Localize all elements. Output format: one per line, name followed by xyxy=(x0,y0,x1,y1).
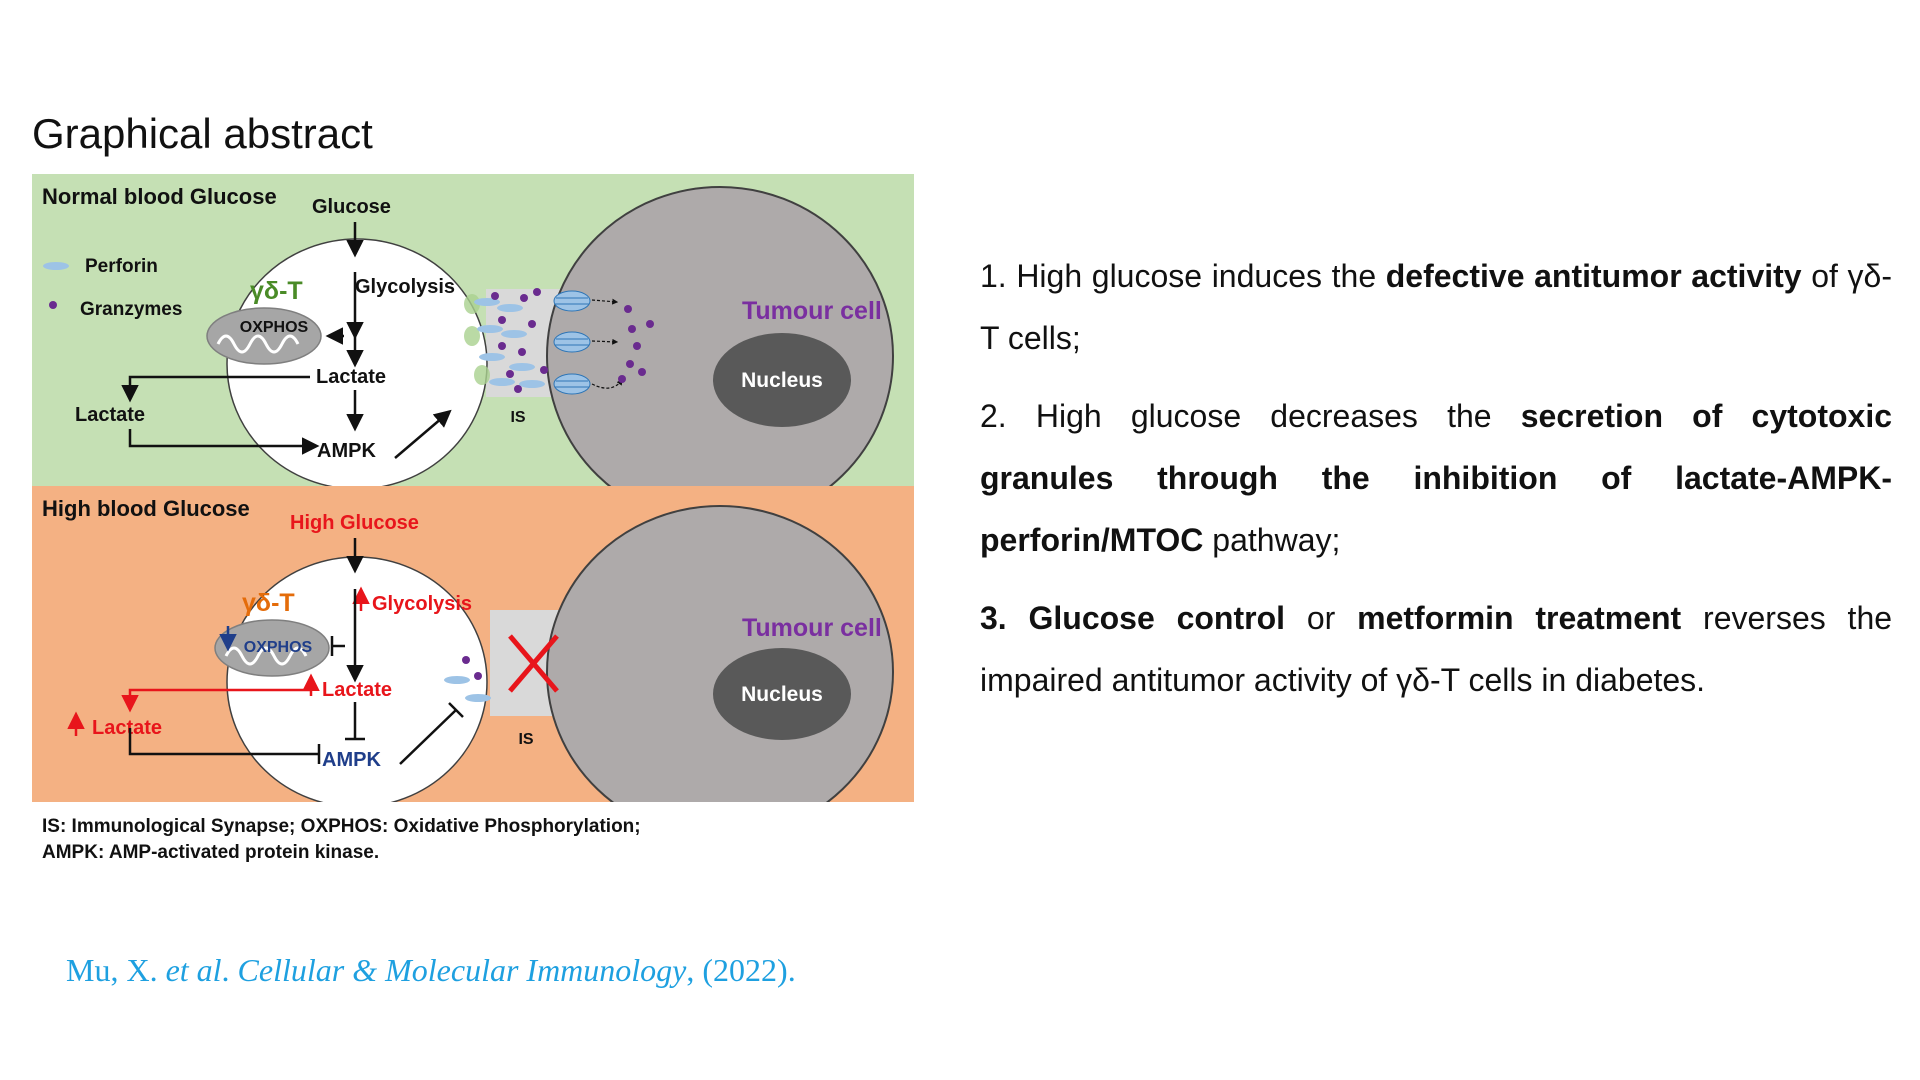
key-point-text: or xyxy=(1285,600,1358,636)
gd-t-cell-label-high: γδ-T xyxy=(242,589,295,617)
high-glucose-label: High Glucose xyxy=(290,512,419,534)
lactate-inner-label: Lactate xyxy=(316,366,386,388)
key-point-text: pathway; xyxy=(1203,522,1341,558)
high-panel-label: High blood Glucose xyxy=(42,496,250,521)
nucleus-label-high: Nucleus xyxy=(741,683,823,706)
key-point-bold: secretion of cytotoxic granules through … xyxy=(980,398,1893,558)
mitochondrion-icon xyxy=(206,307,322,365)
blocked-x-icon xyxy=(508,634,559,693)
lactate-inner-label-high: Lactate xyxy=(322,679,392,701)
is-label-high: IS xyxy=(518,731,533,748)
abbreviation-line: AMPK: AMP-activated protein kinase. xyxy=(42,842,380,863)
slide-title: Graphical abstract xyxy=(32,110,373,157)
pathway-arrows xyxy=(121,222,452,459)
key-point-bold: 3. Glucose control xyxy=(980,600,1286,636)
citation-journal: Cellular & Molecular Immunology xyxy=(237,952,687,988)
nucleus-label: Nucleus xyxy=(741,369,823,392)
ampk-label-high: AMPK xyxy=(322,749,381,771)
ampk-label: AMPK xyxy=(317,440,376,462)
citation-authors: Mu, X. xyxy=(66,952,166,988)
graphical-abstract-svg: Normal blood Glucose Perforin Granzymes … xyxy=(32,174,914,802)
secreted-granules xyxy=(464,288,654,395)
key-point-text: reverses the impaired antitumor activity… xyxy=(980,600,1893,698)
is-label: IS xyxy=(510,409,525,426)
glycolysis-label-high: Glycolysis xyxy=(372,593,472,615)
oxphos-label-high: OXPHOS xyxy=(244,639,313,656)
lactate-export-arrow xyxy=(121,688,310,713)
key-point-1: 1. High glucose induces the defective an… xyxy=(980,245,1892,369)
gd-t-cell-label: γδ-T xyxy=(250,277,303,305)
tumour-cell-label-high: Tumour cell xyxy=(742,614,882,642)
key-point-text: 1. High glucose induces the xyxy=(980,258,1386,294)
pathway-arrows-high xyxy=(128,538,464,765)
granzyme-legend-icon xyxy=(49,301,57,309)
reduced-granules xyxy=(444,656,491,702)
key-point-text: of γδ-T cells; xyxy=(980,258,1893,356)
up-arrow-icons xyxy=(67,586,370,736)
oxphos-label: OXPHOS xyxy=(240,319,309,336)
key-point-text: 2. High glucose decreases the xyxy=(980,398,1521,434)
lactate-outer-label: Lactate xyxy=(75,404,145,426)
abbreviation-line: IS: Immunological Synapse; OXPHOS: Oxida… xyxy=(42,816,641,837)
lactate-outer-label-high: Lactate xyxy=(92,717,162,739)
key-points: 1. High glucose induces the defective an… xyxy=(980,245,1892,727)
key-point-3: 3. Glucose control or metformin treatmen… xyxy=(980,587,1892,711)
glycolysis-label: Glycolysis xyxy=(355,276,455,298)
citation: Mu, X. et al. Cellular & Molecular Immun… xyxy=(66,952,796,989)
perforin-legend-label: Perforin xyxy=(85,256,158,277)
granzymes-legend-label: Granzymes xyxy=(80,299,182,320)
perforin-legend-icon xyxy=(43,262,69,270)
citation-etal: et al xyxy=(165,952,222,988)
graphical-abstract-figure: Normal blood Glucose Perforin Granzymes … xyxy=(32,174,914,802)
citation-year: , (2022). xyxy=(686,952,796,988)
normal-panel-label: Normal blood Glucose xyxy=(42,184,277,209)
mitochondrion-icon-high xyxy=(214,619,330,677)
nucleus xyxy=(713,333,851,427)
citation-dot: . xyxy=(221,952,238,988)
key-point-bold: metformin treatment xyxy=(1357,600,1682,636)
key-point-bold: defective antitumor activity xyxy=(1385,258,1802,294)
glucose-label: Glucose xyxy=(312,196,391,218)
high-glucose-panel: High blood Glucose Tumour cell Nucleus γ… xyxy=(32,486,914,802)
tumour-cell-label: Tumour cell xyxy=(742,297,882,325)
key-point-2: 2. High glucose decreases the secretion … xyxy=(980,385,1892,571)
abbreviation-legend: IS: Immunological Synapse; OXPHOS: Oxida… xyxy=(42,814,641,866)
nucleus-high xyxy=(713,648,851,740)
normal-glucose-panel: Normal blood Glucose Perforin Granzymes … xyxy=(32,174,914,526)
